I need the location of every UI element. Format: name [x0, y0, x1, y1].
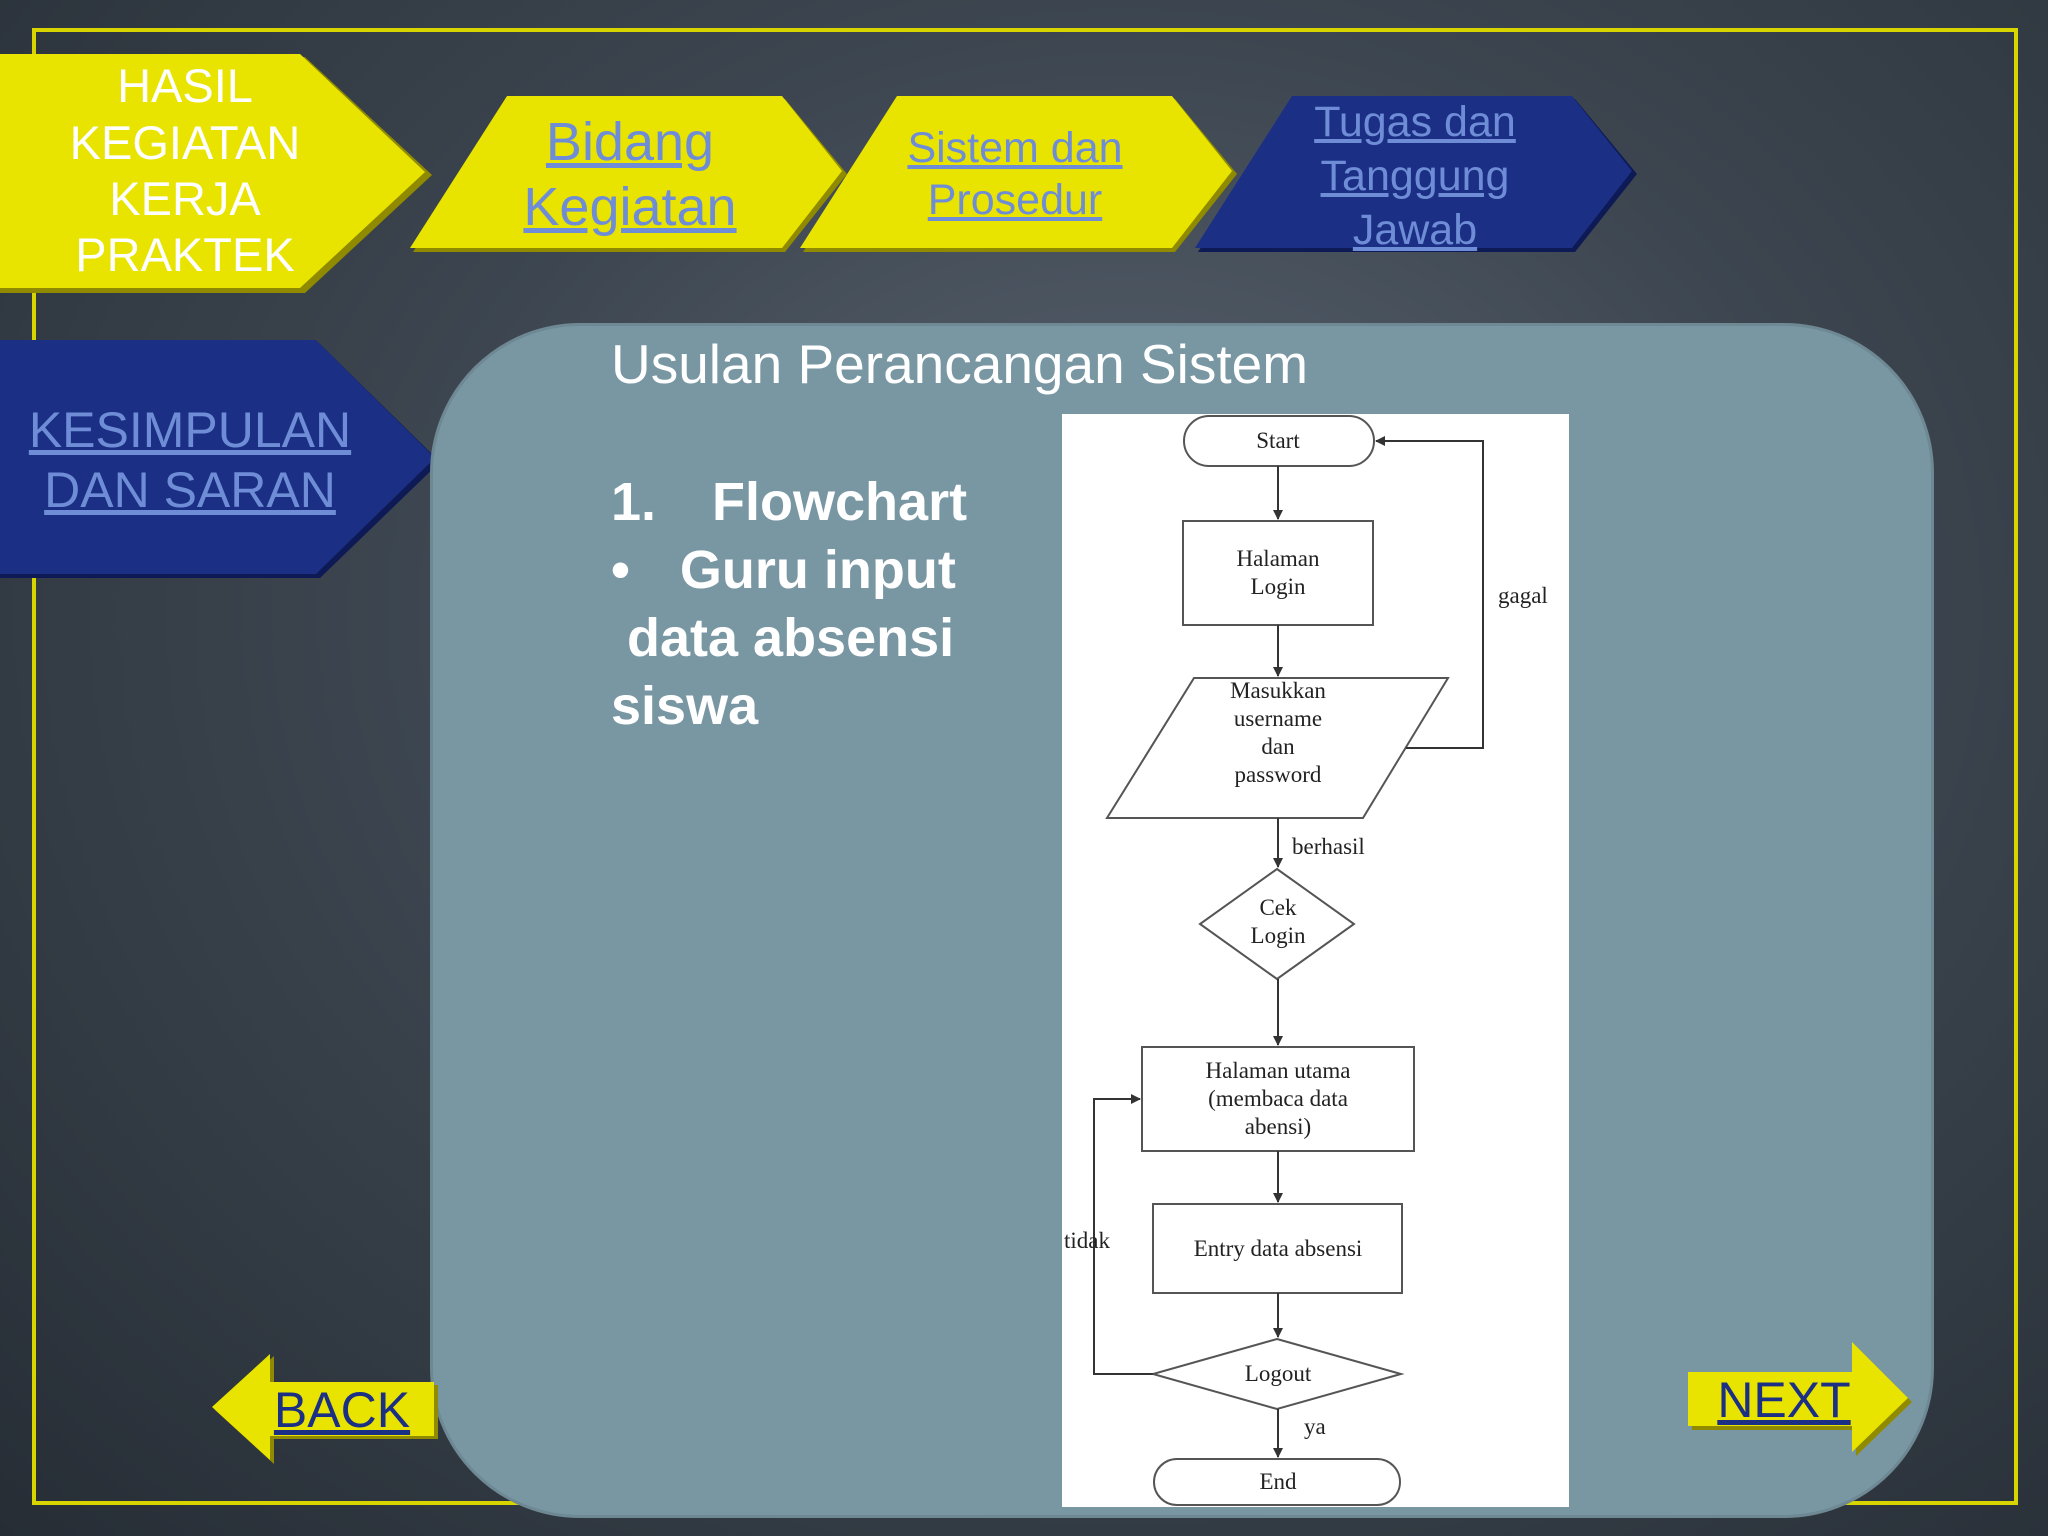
nav-sistem-prosedur[interactable]: Sistem dan Prosedur — [880, 100, 1150, 250]
fc-tidak-label: tidak — [1064, 1228, 1110, 1253]
fc-input-label-4: password — [1235, 762, 1322, 787]
back-arrow-icon — [212, 1354, 438, 1464]
fc-cek-label-2: Login — [1251, 923, 1306, 948]
fc-end-label: End — [1259, 1469, 1297, 1494]
fc-main-page-node — [1141, 1046, 1415, 1152]
fc-end-node — [1153, 1458, 1401, 1506]
fc-berhasil-label: berhasil — [1292, 834, 1365, 859]
fc-entry-node — [1152, 1203, 1403, 1294]
slide-text-block: 1. Flowchart • Guru input data absensi sis… — [611, 468, 1031, 740]
nav-bidang-shape — [410, 96, 847, 252]
flowchart-image: Start Halaman Login Masukkan username da… — [1062, 414, 1569, 1507]
nav-tugas-tanggung-jawab[interactable]: Tugas dan Tanggung Jawab — [1280, 96, 1550, 256]
nav-kesimpulan-shape — [0, 340, 440, 578]
nav-bidang-kegiatan[interactable]: Bidang Kegiatan — [490, 100, 770, 250]
flowchart-diagram: Start Halaman Login Masukkan username da… — [1064, 415, 1548, 1506]
nav-kesimpulan-saran[interactable]: KESIMPULAN DAN SARAN — [10, 390, 370, 530]
nav-tugas-shape — [1195, 96, 1637, 252]
fc-login-page-node — [1182, 520, 1374, 626]
item-number: 1. — [611, 472, 657, 532]
nav-tugas-label: Tugas dan Tanggung Jawab — [1314, 98, 1516, 254]
slide-heading: Usulan Perancangan Sistem — [611, 333, 1309, 395]
nav-hasil-kegiatan-shape — [0, 54, 432, 293]
bullet-symbol: • — [611, 540, 630, 600]
back-button[interactable]: BACK — [262, 1382, 422, 1438]
nav-bidang-kegiatan-label: Bidang Kegiatan — [523, 112, 737, 237]
fc-input-label-2: username — [1234, 706, 1322, 731]
fc-main-label-2: (membaca data — [1208, 1086, 1348, 1111]
item-title: Flowchart — [712, 472, 968, 532]
nav-kesimpulan-label: KESIMPULAN DAN SARAN — [28, 402, 352, 518]
fc-gagal-label: gagal — [1498, 583, 1548, 608]
fc-input-node — [1105, 677, 1450, 819]
fc-input-label-1: Masukkan — [1230, 678, 1326, 703]
nav-sistem-prosedur-label: Sistem dan Prosedur — [907, 124, 1123, 224]
bullet-line-3-row: siswa — [611, 672, 1031, 740]
nav-hasil-kegiatan-label: HASIL KEGIATAN KERJA PRAKTEK — [69, 59, 301, 282]
fc-logout-label: Logout — [1245, 1361, 1312, 1386]
bullet-item: • Guru input — [611, 536, 1031, 604]
fc-main-label-1: Halaman utama — [1206, 1058, 1351, 1083]
fc-login-label-1: Halaman — [1236, 546, 1320, 571]
next-button[interactable]: NEXT — [1704, 1372, 1864, 1428]
fc-login-label-2: Login — [1251, 574, 1306, 599]
item-heading: 1. Flowchart — [611, 468, 1031, 536]
fc-main-label-3: abensi) — [1245, 1114, 1311, 1139]
bullet-line-2: data absensi — [627, 608, 955, 668]
nav-sistem-shape — [800, 96, 1237, 252]
back-button-label: BACK — [273, 1382, 411, 1438]
fc-input-label-3: dan — [1261, 734, 1295, 759]
fc-ya-label: ya — [1304, 1414, 1326, 1439]
nav-hasil-kegiatan[interactable]: HASIL KEGIATAN KERJA PRAKTEK — [20, 54, 350, 288]
bullet-line-3: siswa — [611, 676, 759, 736]
fc-entry-label: Entry data absensi — [1194, 1236, 1363, 1261]
fc-cek-label-1: Cek — [1259, 895, 1297, 920]
fc-start-label: Start — [1256, 428, 1300, 453]
bullet-line-2-row: data absensi — [611, 604, 1031, 672]
next-button-label: NEXT — [1717, 1372, 1851, 1428]
next-arrow-icon — [1688, 1342, 1912, 1456]
bullet-line-1: Guru input — [679, 540, 956, 600]
